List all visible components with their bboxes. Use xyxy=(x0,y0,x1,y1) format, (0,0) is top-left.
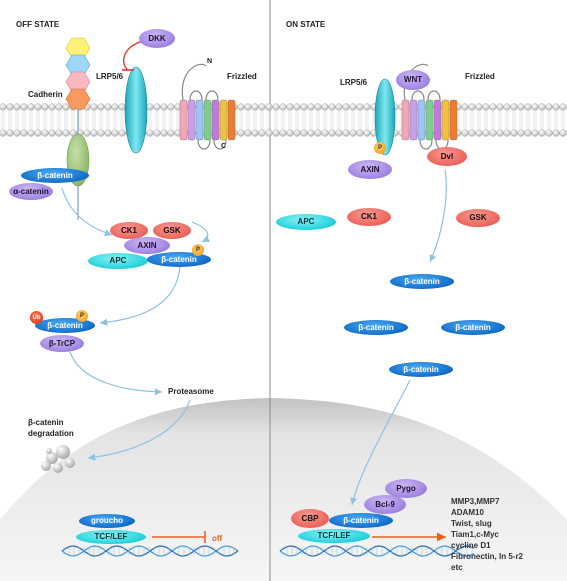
off-arrows xyxy=(61,187,211,461)
ubiquitin-tag: Ub xyxy=(30,311,43,324)
degradation-label-line1: β-catenin xyxy=(28,418,64,427)
beta-catenin-stabilized-2: β-catenin xyxy=(344,320,408,335)
tcf-lef-on: TCF/LEF xyxy=(298,529,370,543)
groucho: groucho xyxy=(79,514,135,528)
frizzled-helix xyxy=(187,99,196,141)
dkk-protein: DKK xyxy=(139,29,175,48)
lrp-receptor-off xyxy=(124,66,148,154)
frizzled-helix xyxy=(425,99,434,141)
off-label: off xyxy=(212,534,223,543)
target-gene: Tiam1,c-Myc xyxy=(451,530,499,539)
frizzled-receptor-off xyxy=(179,63,236,150)
frizzled-helix xyxy=(409,99,418,141)
beta-catenin-nuclear: β-catenin xyxy=(329,513,393,528)
target-gene: ADAM10 xyxy=(451,508,484,517)
n-terminus-label: N xyxy=(207,58,213,65)
beta-trcp: β-TrCP xyxy=(40,335,84,352)
target-genes-list: MMP3,MMP7 ADAM10 Twist, slug Tiam1,c-Myc… xyxy=(451,496,523,573)
frizzled-receptor-on xyxy=(401,63,458,150)
pygo-protein: Pygo xyxy=(385,479,427,498)
ck1-kinase-off: CK1 xyxy=(110,222,148,239)
frizzled-helix xyxy=(211,99,220,141)
beta-catenin-membrane: β-catenin xyxy=(21,168,89,183)
frizzled-helix xyxy=(227,99,236,141)
cadherin-sugar-chain xyxy=(65,37,91,220)
off-state-title: OFF STATE xyxy=(16,20,60,29)
gsk-kinase-on: GSK xyxy=(456,209,500,227)
c-terminus-label: C xyxy=(221,143,227,150)
frizzled-helix xyxy=(179,99,188,141)
frizzled-helix xyxy=(417,99,426,141)
lrp-label-on: LRP5/6 xyxy=(340,78,368,87)
frizzled-helix xyxy=(449,99,458,141)
axin-on: AXIN xyxy=(348,160,392,179)
bcl9-protein: Bcl-9 xyxy=(364,495,406,514)
on-state-title: ON STATE xyxy=(286,20,326,29)
frizzled-helix xyxy=(203,99,212,141)
target-gene: cycline D1 xyxy=(451,541,491,550)
target-gene: MMP3,MMP7 xyxy=(451,497,500,506)
frizzled-helix xyxy=(401,99,410,141)
axin-off: AXIN xyxy=(124,237,170,254)
target-gene: etc xyxy=(451,563,463,572)
frizzled-helix xyxy=(433,99,442,141)
frizzled-label-off: Frizzled xyxy=(227,72,257,81)
beta-catenin-stabilized-4: β-catenin xyxy=(389,362,453,377)
lrp-receptor-on xyxy=(374,78,396,156)
cadherin-label: Cadherin xyxy=(28,90,63,99)
beta-catenin-destruction-complex: β-catenin xyxy=(147,252,211,267)
target-gene: Fibronectin, In 5-r2 xyxy=(451,552,524,561)
apc-on: APC xyxy=(276,214,336,230)
proteasome-spheres xyxy=(41,445,75,473)
frizzled-helix xyxy=(219,99,228,141)
apc-off: APC xyxy=(88,253,148,269)
on-arrows xyxy=(350,169,447,506)
target-gene: Twist, slug xyxy=(451,519,492,528)
beta-catenin-stabilized-3: β-catenin xyxy=(441,320,505,335)
tcf-lef-off: TCF/LEF xyxy=(76,530,146,544)
phospho-complex: P xyxy=(192,244,204,256)
frizzled-helix xyxy=(195,99,204,141)
alpha-catenin: α-catenin xyxy=(9,183,53,200)
gsk-kinase-off: GSK xyxy=(153,222,191,239)
wnt-ligand: WNT xyxy=(396,70,430,90)
cbp-protein: CBP xyxy=(291,509,329,528)
dvl-protein: Dvl xyxy=(427,147,467,166)
proteasome-label: Proteasome xyxy=(168,387,214,396)
cell-membrane xyxy=(0,103,567,137)
frizzled-label-on: Frizzled xyxy=(465,72,495,81)
ck1-kinase-on: CK1 xyxy=(347,208,391,226)
phospho-ub: P xyxy=(76,310,88,322)
phospho-lrp: P xyxy=(374,142,386,154)
dna-strands xyxy=(61,545,475,557)
frizzled-helix xyxy=(441,99,450,141)
degradation-label-line2: degradation xyxy=(28,429,74,438)
beta-catenin-stabilized-1: β-catenin xyxy=(390,274,454,289)
lrp-label-off: LRP5/6 xyxy=(96,72,124,81)
